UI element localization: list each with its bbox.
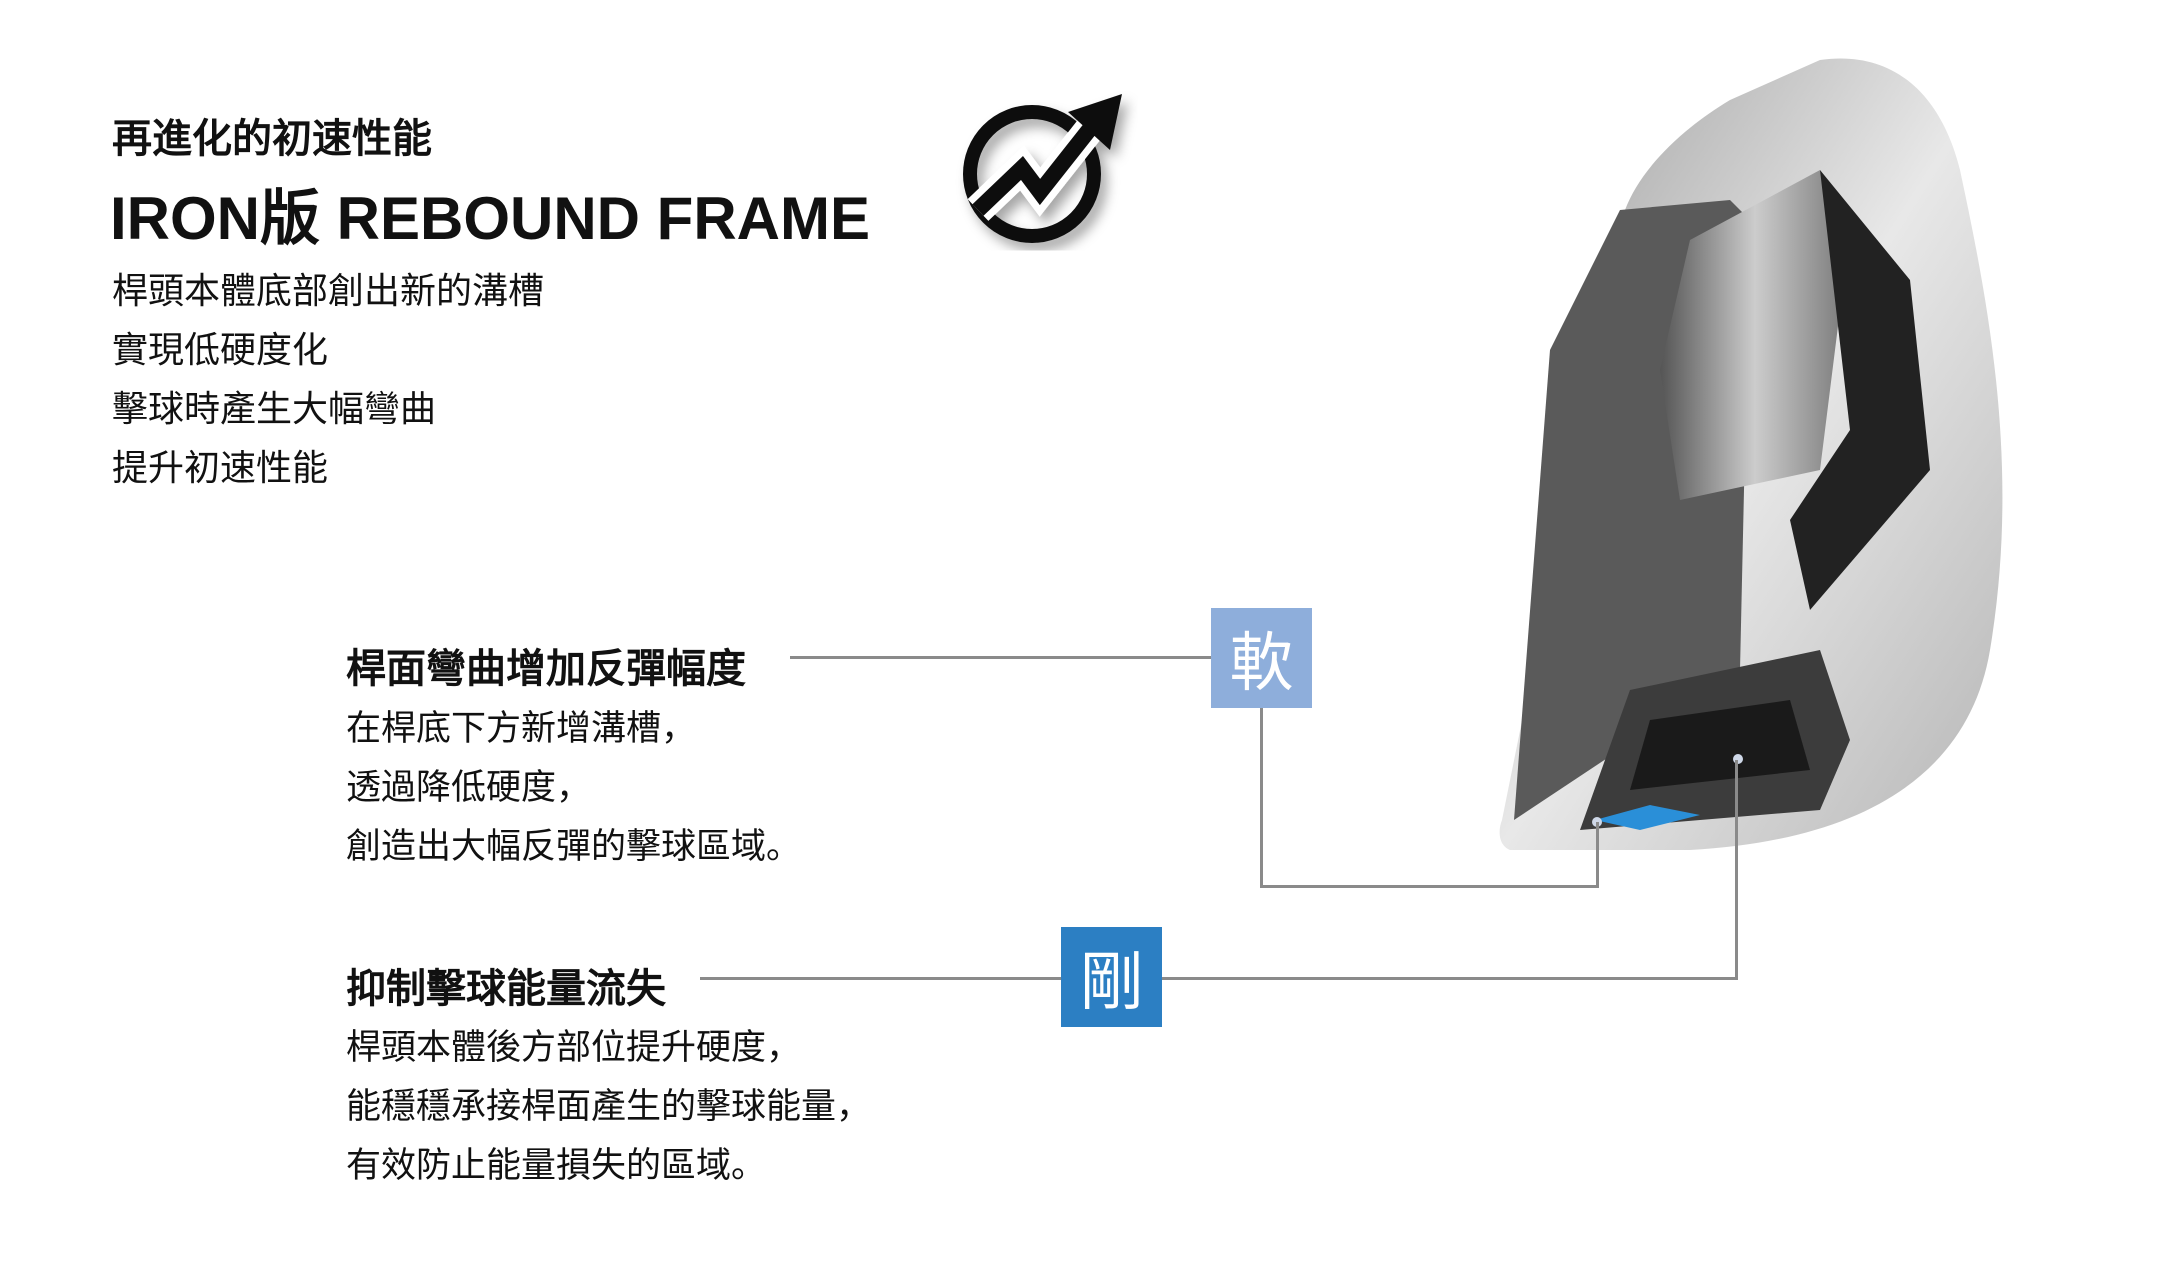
connector-line — [1260, 708, 1263, 888]
intro-line: 擊球時產生大幅彎曲 — [112, 389, 437, 430]
body-line: 創造出大幅反彈的擊球區域。 — [346, 827, 802, 867]
page-title: IRON版 REBOUND FRAME — [110, 185, 870, 252]
feature-body-soft: 在桿底下方新增溝槽， 透過降低硬度， 創造出大幅反彈的擊球區域。 — [346, 700, 801, 877]
connector-line — [1735, 760, 1738, 980]
feature-heading-soft: 桿面彎曲增加反彈幅度 — [346, 646, 746, 692]
iron-head-cross-section — [1499, 58, 2003, 850]
body-line: 有效防止能量損失的區域。 — [346, 1146, 767, 1186]
kicker-heading: 再進化的初速性能 — [112, 116, 432, 162]
body-line: 在桿底下方新增溝槽， — [346, 709, 697, 749]
body-line: 桿頭本體後方部位提升硬度， — [346, 1028, 802, 1068]
rising-arrow-circle-icon — [963, 94, 1122, 243]
body-line: 能穩穩承接桿面產生的擊球能量， — [346, 1087, 872, 1127]
connector-line — [1596, 822, 1599, 888]
feature-heading-rigid: 抑制擊球能量流失 — [346, 966, 666, 1012]
connector-line — [1162, 977, 1738, 980]
body-line: 透過降低硬度， — [346, 768, 592, 808]
connector-line — [790, 656, 1211, 659]
intro-text: 桿頭本體底部創出新的溝槽 實現低硬度化 擊球時產生大幅彎曲 提升初速性能 — [112, 262, 544, 498]
feature-body-rigid: 桿頭本體後方部位提升硬度， 能穩穩承接桿面產生的擊球能量， 有效防止能量損失的區… — [346, 1019, 871, 1196]
intro-line: 提升初速性能 — [112, 448, 329, 489]
connector-line — [1260, 885, 1599, 888]
intro-line: 實現低硬度化 — [112, 330, 329, 371]
connector-line — [700, 977, 1061, 980]
soft-badge: 軟 — [1211, 608, 1312, 708]
rigid-badge: 剛 — [1061, 927, 1162, 1027]
intro-line: 桿頭本體底部創出新的溝槽 — [112, 271, 545, 312]
